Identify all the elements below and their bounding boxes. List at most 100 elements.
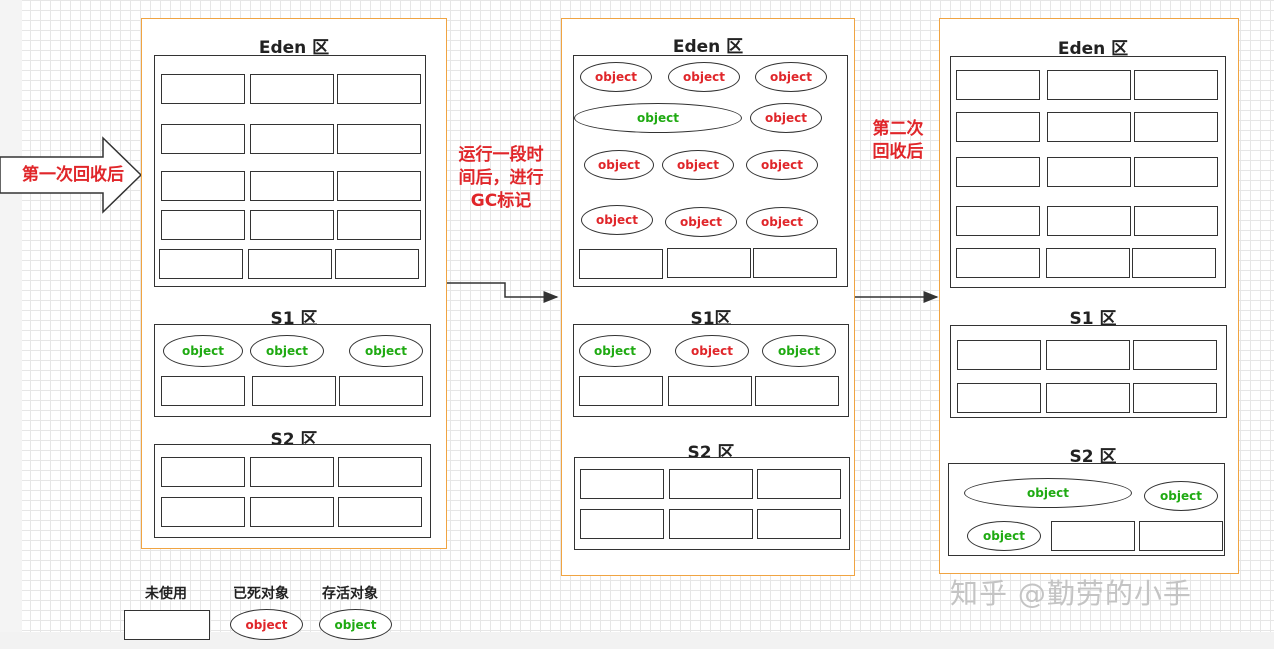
unused-cell xyxy=(1047,157,1131,187)
gc-mark-label-line2: 间后，进行 xyxy=(458,168,544,188)
legend-unused-swatch xyxy=(124,610,210,640)
first-gc-arrow xyxy=(0,136,143,214)
stage-1-eden-title: Eden 区 xyxy=(258,38,330,58)
unused-cell xyxy=(338,497,422,527)
live-object-large: object xyxy=(964,478,1132,508)
unused-cell xyxy=(337,74,421,104)
legend-dead-swatch: object xyxy=(230,609,303,640)
second-gc-label: 第二次 回收后 xyxy=(858,118,938,164)
unused-cell xyxy=(161,376,245,406)
stage-2-eden-title: Eden 区 xyxy=(672,37,744,57)
unused-cell xyxy=(335,249,419,279)
unused-cell xyxy=(250,457,334,487)
unused-cell xyxy=(1132,248,1216,278)
dead-object: object xyxy=(746,150,818,180)
unused-cell xyxy=(957,383,1041,413)
unused-cell xyxy=(250,74,334,104)
live-object: object xyxy=(579,335,651,367)
legend-live-label: 存活对象 xyxy=(322,586,378,602)
unused-cell xyxy=(161,457,245,487)
dead-object: object xyxy=(665,207,737,237)
unused-cell xyxy=(580,469,664,499)
dead-object: object xyxy=(675,335,749,367)
unused-cell xyxy=(1046,383,1130,413)
unused-cell xyxy=(579,249,663,279)
unused-cell xyxy=(1051,521,1135,551)
unused-cell xyxy=(1047,70,1131,100)
watermark: 知乎 @勤劳的小手 xyxy=(950,577,1192,610)
unused-cell xyxy=(1134,70,1218,100)
unused-cell xyxy=(956,112,1040,142)
unused-cell xyxy=(669,469,753,499)
unused-cell xyxy=(956,70,1040,100)
unused-cell xyxy=(161,171,245,201)
unused-cell xyxy=(956,157,1040,187)
unused-cell xyxy=(1046,248,1130,278)
unused-cell xyxy=(339,376,423,406)
live-object: object xyxy=(349,335,423,367)
unused-cell xyxy=(248,249,332,279)
unused-cell xyxy=(755,376,839,406)
unused-cell xyxy=(338,457,422,487)
unused-cell xyxy=(956,248,1040,278)
unused-cell xyxy=(1133,383,1217,413)
gc-mark-label-line1: 运行一段时 xyxy=(458,145,544,165)
unused-cell xyxy=(1134,112,1218,142)
dead-object: object xyxy=(581,205,653,235)
bottom-strip xyxy=(0,632,1274,649)
dead-object: object xyxy=(746,207,818,237)
mark-arrow-line xyxy=(447,282,559,303)
stage-3-eden-title: Eden 区 xyxy=(1057,39,1129,59)
unused-cell xyxy=(956,206,1040,236)
unused-cell xyxy=(757,509,841,539)
unused-cell xyxy=(1047,206,1131,236)
unused-cell xyxy=(580,509,664,539)
live-object-large: object xyxy=(574,103,742,133)
unused-cell xyxy=(1133,340,1217,370)
unused-cell xyxy=(668,376,752,406)
unused-cell xyxy=(250,171,334,201)
unused-cell xyxy=(250,124,334,154)
live-object: object xyxy=(163,335,243,367)
first-gc-label: 第一次回收后 xyxy=(22,165,124,185)
unused-cell xyxy=(757,469,841,499)
stage-3-s2-title: S2 区 xyxy=(1069,447,1117,467)
legend-dead-label: 已死对象 xyxy=(233,586,289,602)
second-gc-label-line2: 回收后 xyxy=(872,142,924,162)
unused-cell xyxy=(161,74,245,104)
unused-cell xyxy=(957,340,1041,370)
unused-cell xyxy=(667,248,751,278)
legend-live-swatch: object xyxy=(319,609,392,640)
unused-cell xyxy=(159,249,243,279)
live-object: object xyxy=(967,521,1041,551)
dead-object: object xyxy=(668,62,740,92)
unused-cell xyxy=(753,248,837,278)
live-object: object xyxy=(1144,481,1218,511)
unused-cell xyxy=(161,124,245,154)
gc-mark-label-line3: GC标记 xyxy=(470,191,532,211)
unused-cell xyxy=(337,210,421,240)
unused-cell xyxy=(252,376,336,406)
unused-cell xyxy=(161,497,245,527)
unused-cell xyxy=(161,210,245,240)
unused-cell xyxy=(1139,521,1223,551)
unused-cell xyxy=(337,171,421,201)
unused-cell xyxy=(579,376,663,406)
unused-cell xyxy=(1047,112,1131,142)
dead-object: object xyxy=(580,62,652,92)
gc-mark-label: 运行一段时 间后，进行 GC标记 xyxy=(448,144,554,213)
unused-cell xyxy=(1046,340,1130,370)
second-gc-label-line1: 第二次 xyxy=(872,119,924,139)
unused-cell xyxy=(669,509,753,539)
unused-cell xyxy=(250,210,334,240)
unused-cell xyxy=(1134,157,1218,187)
stage-3-s1-title: S1 区 xyxy=(1069,309,1117,329)
dead-object: object xyxy=(584,150,654,180)
unused-cell xyxy=(337,124,421,154)
live-object: object xyxy=(250,335,324,367)
live-object: object xyxy=(762,335,836,367)
legend-unused-label: 未使用 xyxy=(145,586,187,602)
dead-object: object xyxy=(662,150,734,180)
unused-cell xyxy=(250,497,334,527)
